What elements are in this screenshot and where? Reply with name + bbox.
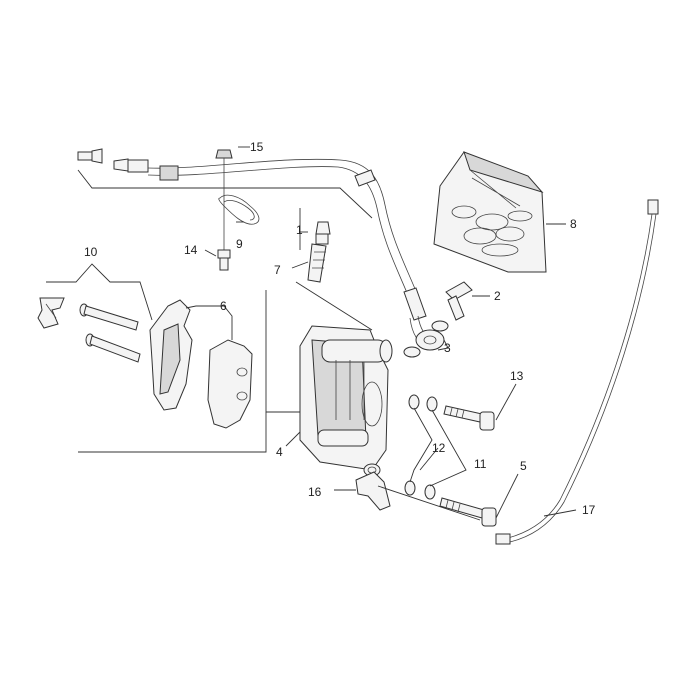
callout-13: 13 (510, 369, 524, 383)
callout-12: 12 (432, 441, 446, 455)
callout-10: 10 (84, 245, 98, 259)
brake-pad-rear-part-6 (149, 299, 193, 411)
callout-17: 17 (582, 503, 596, 517)
brake-hose (77, 148, 449, 358)
oring-part-9 (218, 194, 260, 225)
brake-caliper-part-4 (299, 325, 393, 477)
spring-clip-part-10 (37, 297, 65, 329)
pad-pin-lower (85, 333, 141, 363)
bolt-part-5 (439, 497, 497, 527)
callout-15: 15 (250, 140, 264, 154)
bleeder-valve-part-7 (307, 221, 331, 283)
callout-8: 8 (570, 217, 577, 231)
callout-2: 2 (494, 289, 501, 303)
nut-part-15 (215, 149, 233, 250)
brake-pad-front-part-6 (207, 339, 253, 429)
banjo-bolt-part-2 (445, 281, 473, 321)
bolt-part-13 (443, 405, 495, 431)
callout-16: 16 (308, 485, 322, 499)
washers-upper (408, 394, 438, 412)
callout-3: 3 (444, 341, 451, 355)
callout-6: 6 (220, 299, 227, 313)
callout-14: 14 (184, 243, 198, 257)
pad-pin-upper (79, 303, 139, 331)
bracket-part-16 (355, 471, 391, 511)
brake-line-part-17 (495, 199, 659, 545)
bolt-part-14 (217, 249, 231, 271)
callout-11: 11 (474, 457, 487, 471)
callout-4: 4 (276, 445, 283, 459)
seal-kit-box-part-8 (433, 151, 547, 273)
callout-5: 5 (520, 459, 527, 473)
callout-7: 7 (274, 263, 281, 277)
callout-1: 1 (296, 223, 303, 237)
callout-9: 9 (236, 237, 243, 251)
